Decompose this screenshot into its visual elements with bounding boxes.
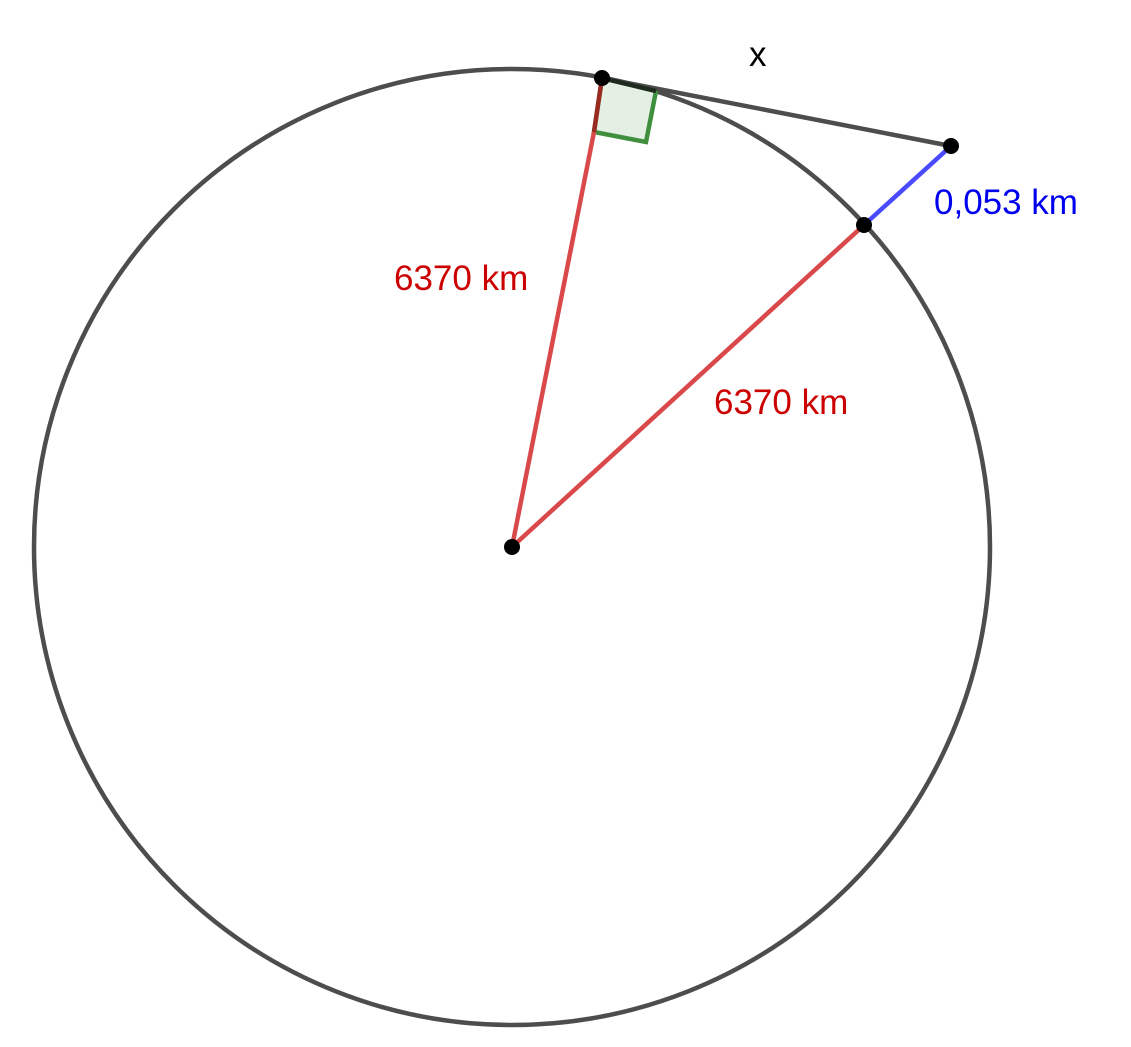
tangent-label: x: [749, 35, 767, 74]
tangent-line-near-point: [601, 75, 657, 94]
circle-intersection-point: [856, 217, 872, 233]
external-point: [943, 138, 959, 154]
height-segment: [862, 144, 953, 227]
height-label: 0,053 km: [934, 183, 1078, 222]
radius-to-tangent-point: [509, 131, 597, 548]
radius-to-tangent-point-upper: [591, 77, 605, 133]
tangent-point: [594, 70, 610, 86]
center-point: [504, 539, 520, 555]
earth-circle: [31, 66, 993, 1028]
radius-to-circle-point: [510, 223, 866, 549]
radius-label-left: 6370 km: [394, 259, 528, 298]
tangent-line: [601, 75, 952, 149]
radius-label-right: 6370 km: [714, 383, 848, 422]
